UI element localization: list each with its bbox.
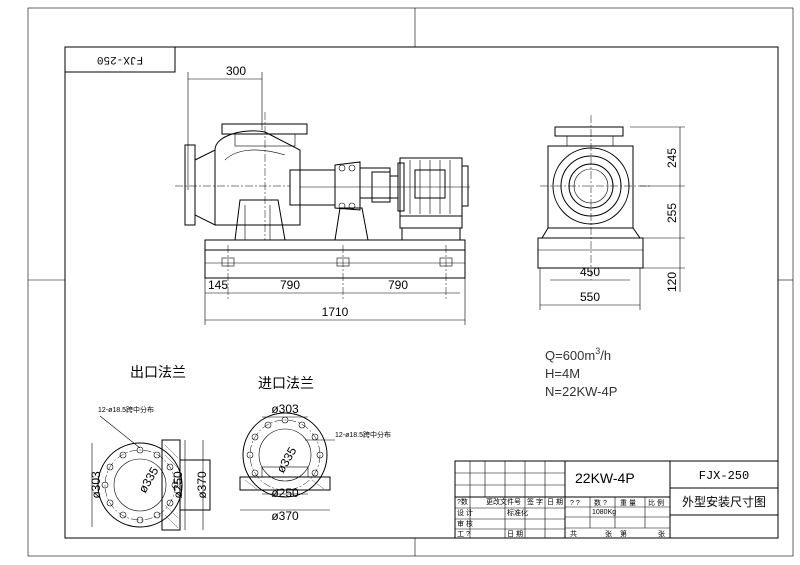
inlet-d-flange: ø370 (271, 509, 299, 523)
spec-flow-sup: 3 (595, 346, 600, 356)
tb-r3-0: 审 核 (457, 519, 473, 528)
side-view: 245 255 120 450 550 (537, 115, 685, 310)
inlet-holes: 12-ø18.5跨中分布 (335, 430, 391, 439)
outlet-d-inner: ø250 (171, 471, 185, 499)
tb-motor: 22KW-4P (575, 470, 635, 486)
tb-r1-2: 签 字 (527, 497, 543, 506)
outlet-d-pcd: ø335 (136, 464, 162, 495)
outlet-holes-ring (101, 446, 179, 524)
tb-sheet-2: 第 (620, 529, 627, 538)
tb-meta-1: 数 ? (594, 498, 607, 507)
dim-245: 245 (665, 148, 679, 168)
dim-top: 300 (226, 64, 246, 78)
dim-550: 550 (580, 290, 600, 304)
dim-255: 255 (665, 203, 679, 223)
outlet-holes: 12-ø18.5跨中分布 (98, 405, 154, 414)
tb-r1-0: ?数 (457, 497, 468, 506)
spec-flow-main: Q=600m (545, 348, 595, 363)
tb-meta-0: ? ? (570, 500, 580, 507)
outlet-d-flange: ø370 (195, 471, 209, 499)
inlet-d-pcd: ø335 (274, 444, 300, 475)
tb-r1-1: 更改文件号 (486, 497, 521, 506)
tb-sheet-0: 共 (570, 529, 577, 538)
inlet-label: 进口法兰 (258, 375, 314, 391)
outlet-label: 出口法兰 (130, 364, 186, 380)
tb-model: FJX-250 (699, 469, 749, 483)
tb-r2-0: 设 计 (457, 508, 473, 517)
spec-flow: Q=600m3/h (545, 346, 611, 363)
outlet-flange: 出口法兰 12-ø18.5跨中分布 ø303 ø (89, 364, 211, 531)
code-box: FJX-250 (64, 46, 176, 73)
outlet-d-bore: ø303 (89, 471, 103, 499)
code-box-text: FJX-250 (97, 53, 143, 65)
tb-r2-2: 标准化 (507, 508, 528, 517)
tb-sheet-3: 张 (658, 529, 665, 538)
spec-flow-unit: /h (600, 348, 611, 363)
tb-sheet-1: 张 (605, 529, 612, 538)
spec-head: H=4M (545, 366, 580, 381)
tb-meta-2: 重 量 (620, 499, 636, 507)
tb-r4-0: 工 ? (457, 531, 470, 538)
tb-r4-2: 日 期 (507, 530, 523, 538)
dim-120: 120 (665, 272, 679, 292)
specs-block: Q=600m3/h H=4M N=22KW-4P (545, 346, 617, 399)
dim-145: 145 (208, 278, 228, 292)
dim-450: 450 (580, 265, 600, 279)
dim-790-a: 790 (280, 278, 300, 292)
tb-meta-3: 比 例 (648, 498, 664, 507)
front-view: 300 (175, 64, 470, 325)
sheet-frame (27, 7, 794, 557)
inlet-d-inner: ø250 (271, 486, 299, 500)
tb-weight: 1080Kg (592, 509, 616, 516)
tb-r1-3: 日 期 (547, 498, 563, 506)
title-block: 22KW-4P FJX-250 外型安装尺寸图 1080Kg ?数 更改文件号 … (454, 460, 779, 539)
inlet-holes-ring (246, 416, 324, 477)
dim-790-b: 790 (388, 278, 408, 292)
tb-title: 外型安装尺寸图 (682, 494, 766, 509)
spec-power: N=22KW-4P (545, 384, 617, 399)
inlet-d-bore: ø303 (271, 402, 299, 416)
inlet-flange: 进口法兰 12-ø18.5跨中分布 ø303 ø335 ø250 ø370 (239, 375, 391, 523)
dim-1710: 1710 (322, 305, 349, 319)
